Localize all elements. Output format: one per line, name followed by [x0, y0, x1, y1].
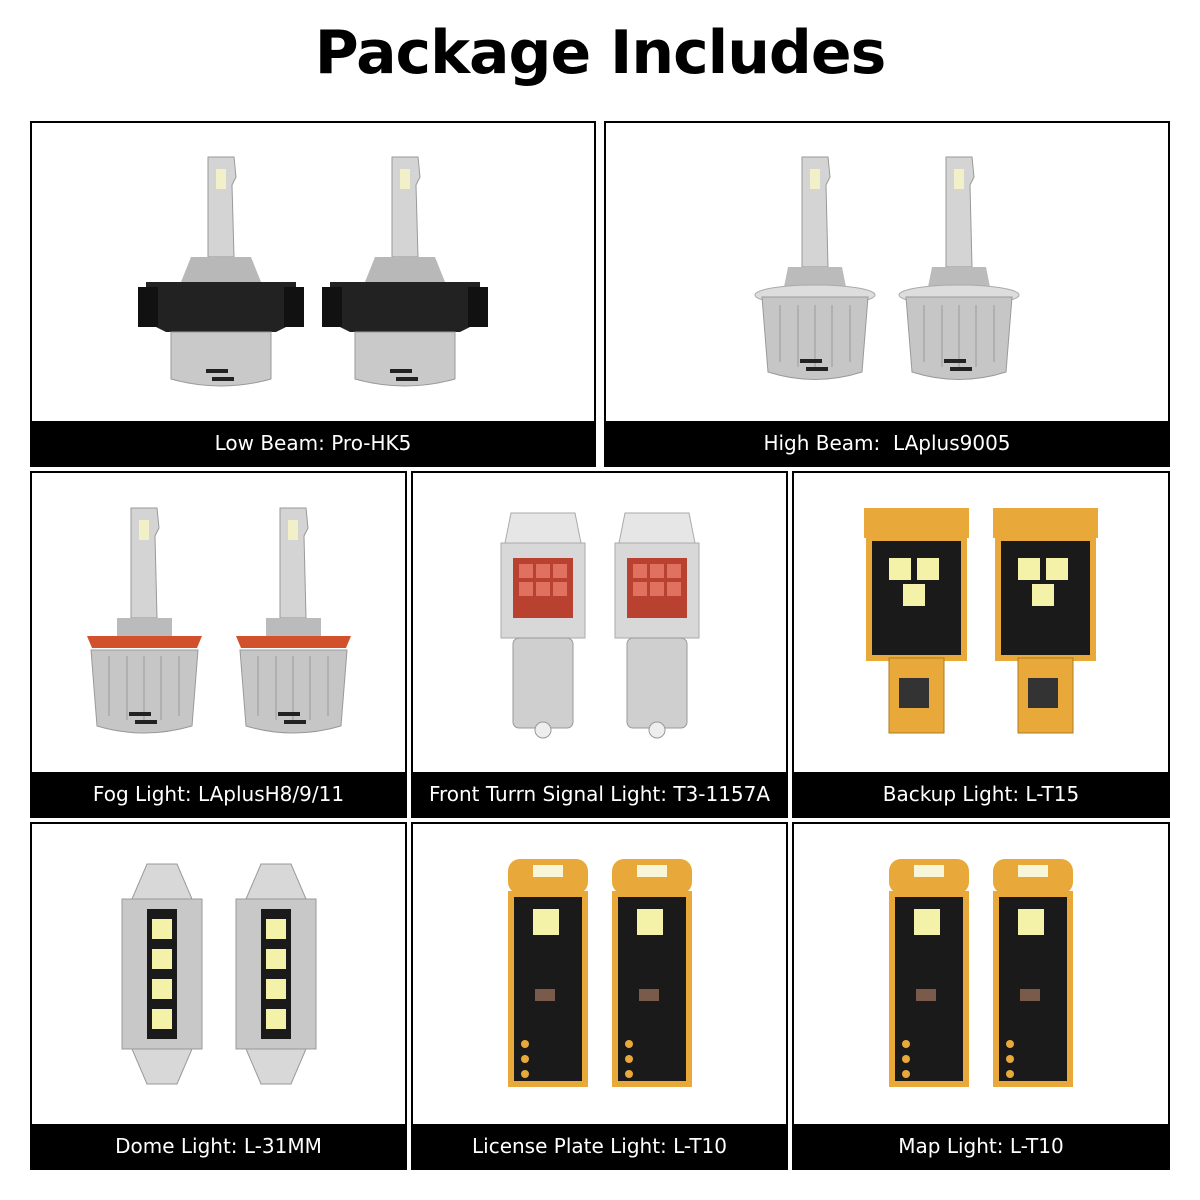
fog-light-caption: Fog Light: LAplusH8/9/11 [32, 772, 405, 816]
low-beam-card: Low Beam: Pro-HK5 [30, 121, 596, 467]
low-beam-caption: Low Beam: Pro-HK5 [32, 421, 594, 465]
license-plate-light-bulbs [413, 824, 786, 1124]
t10-led-bulb-icon [889, 859, 969, 1087]
9005-led-bulb-icon [754, 156, 876, 380]
page-title: Package Includes [314, 18, 887, 88]
backup-light-caption: Backup Light: L-T15 [794, 772, 1168, 816]
festoon-led-bulb-icon [235, 863, 316, 1085]
map-light-caption: Map Light: L-T10 [794, 1124, 1168, 1168]
high-beam-caption: High Beam: LAplus9005 [606, 421, 1168, 465]
backup-light-bulbs [794, 473, 1168, 772]
9005-led-bulb-icon [898, 156, 1020, 380]
t10-led-bulb-icon [507, 859, 588, 1087]
festoon-led-bulb-icon [121, 863, 202, 1085]
front-turn-signal-caption: Front Turrn Signal Light: T3-1157A [413, 772, 786, 816]
fog-light-card: Fog Light: LAplusH8/9/11 [30, 471, 407, 818]
map-light-card: Map Light: L-T10 [792, 822, 1170, 1170]
t15-led-bulb-icon [993, 507, 1098, 733]
t10-led-bulb-icon [993, 859, 1073, 1087]
h11-led-bulb-icon [235, 507, 351, 733]
map-light-bulbs [794, 824, 1168, 1124]
dome-light-caption: Dome Light: L-31MM [32, 1124, 405, 1168]
t15-led-bulb-icon [864, 507, 969, 733]
license-plate-light-card: License Plate Light: L-T10 [411, 822, 788, 1170]
fog-light-bulbs [32, 473, 405, 772]
dome-light-bulbs [32, 824, 405, 1124]
dome-light-card: Dome Light: L-31MM [30, 822, 407, 1170]
h7-led-bulb-with-adapter-icon [322, 156, 488, 387]
front-turn-signal-card: Front Turrn Signal Light: T3-1157A [411, 471, 788, 818]
front-turn-signal-bulbs [413, 473, 786, 772]
h7-led-bulb-with-adapter-icon [138, 156, 304, 387]
license-plate-light-caption: License Plate Light: L-T10 [413, 1124, 786, 1168]
h11-led-bulb-icon [86, 507, 202, 733]
1157-led-bulb-icon [500, 512, 585, 738]
1157-led-bulb-icon [614, 512, 699, 738]
t10-led-bulb-icon [611, 859, 692, 1087]
low-beam-bulbs [32, 123, 594, 421]
high-beam-bulbs [606, 123, 1168, 421]
high-beam-card: High Beam: LAplus9005 [604, 121, 1170, 467]
backup-light-card: Backup Light: L-T15 [792, 471, 1170, 818]
